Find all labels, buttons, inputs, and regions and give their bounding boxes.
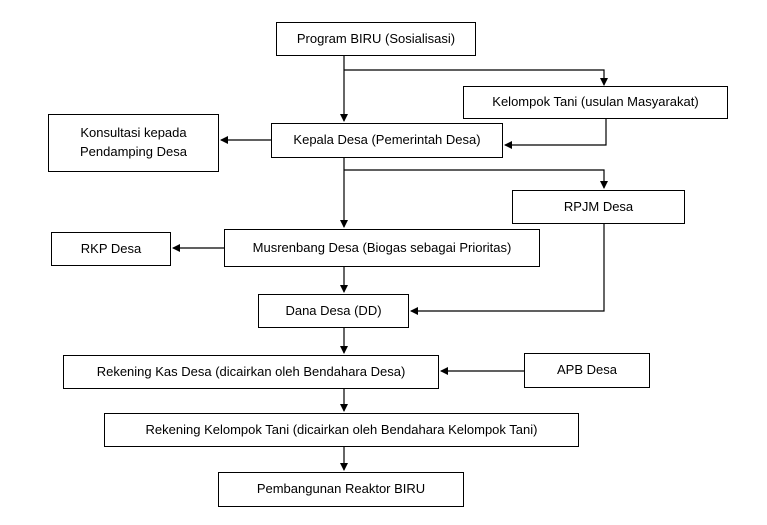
node-dana-desa-label: Dana Desa (DD): [285, 302, 382, 318]
node-rekening-kas-desa: Rekening Kas Desa (dicairkan oleh Bendah…: [63, 355, 439, 389]
arrow-rpjm-to-dana: [410, 224, 605, 315]
arrow-program-to-kelompok: [344, 69, 608, 86]
node-rekening-kas-desa-label: Rekening Kas Desa (dicairkan oleh Bendah…: [96, 363, 406, 379]
node-program-biru-label: Program BIRU (Sosialisasi): [296, 30, 456, 46]
arrow-kepala-to-rpjm: [344, 169, 608, 189]
node-apb-desa: APB Desa: [524, 353, 650, 388]
node-rekening-kelompok-tani-label: Rekening Kelompok Tani (dicairkan oleh B…: [145, 421, 538, 437]
node-konsultasi-label-line2: Pendamping Desa: [80, 144, 187, 159]
node-musrenbang-label: Musrenbang Desa (Biogas sebagai Priorita…: [252, 239, 512, 255]
node-musrenbang: Musrenbang Desa (Biogas sebagai Priorita…: [224, 229, 540, 267]
node-rpjm-desa: RPJM Desa: [512, 190, 685, 224]
node-apb-desa-label: APB Desa: [557, 362, 617, 378]
node-rkp-desa-label: RKP Desa: [80, 240, 142, 256]
node-rpjm-desa-label: RPJM Desa: [563, 198, 634, 214]
node-kepala-desa-label: Kepala Desa (Pemerintah Desa): [293, 132, 481, 148]
node-rekening-kelompok-tani: Rekening Kelompok Tani (dicairkan oleh B…: [104, 413, 579, 447]
node-rkp-desa: RKP Desa: [51, 232, 171, 266]
node-kelompok-tani-usulan: Kelompok Tani (usulan Masyarakat): [463, 86, 728, 119]
node-konsultasi: Konsultasi kepada Pendamping Desa: [48, 114, 219, 172]
node-kelompok-tani-usulan-label: Kelompok Tani (usulan Masyarakat): [492, 94, 699, 110]
node-dana-desa: Dana Desa (DD): [258, 294, 409, 328]
node-pembangunan-reaktor-label: Pembangunan Reaktor BIRU: [256, 481, 426, 497]
node-pembangunan-reaktor: Pembangunan Reaktor BIRU: [218, 472, 464, 507]
node-program-biru: Program BIRU (Sosialisasi): [276, 22, 476, 56]
node-kepala-desa: Kepala Desa (Pemerintah Desa): [271, 123, 503, 158]
node-konsultasi-label-line1: Konsultasi kepada: [80, 125, 187, 141]
arrow-kelompok-to-kepala: [504, 118, 607, 149]
